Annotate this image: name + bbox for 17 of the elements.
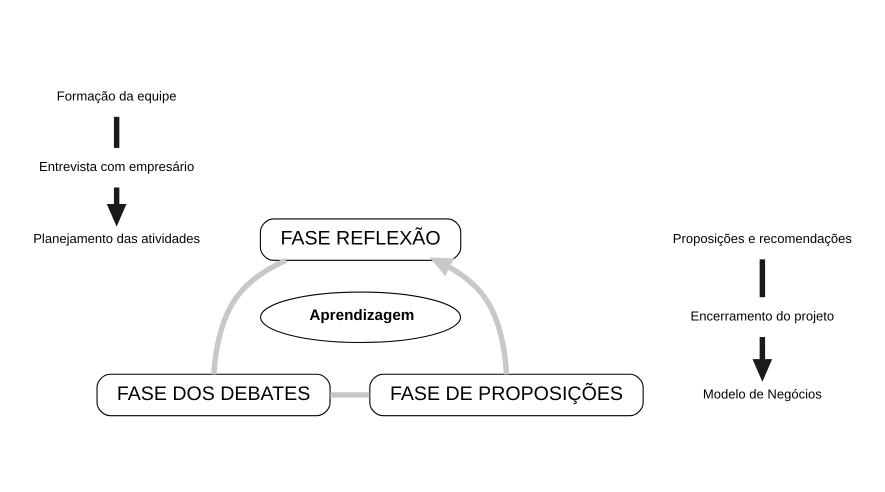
node-text: Modelo de Negócios: [702, 386, 822, 401]
connector: [211, 257, 288, 374]
connector: [330, 392, 370, 398]
node-text: Entrevista com empresário: [39, 158, 194, 174]
node-box: FASE DOS DEBATES: [96, 373, 331, 416]
node-box: FASE REFLEXÃO: [260, 218, 462, 260]
arrow: [106, 187, 127, 226]
arrow: [429, 256, 510, 374]
connector: [760, 258, 766, 297]
node-text: Planejamento das atividades: [33, 230, 200, 246]
connector: [114, 116, 120, 148]
node-text: Encerramento do projeto: [690, 308, 834, 324]
node-ellipse: Aprendizagem: [260, 291, 462, 343]
arrow: [752, 336, 772, 382]
node-text: Formação da equipe: [56, 88, 176, 103]
node-box: FASE DE PROPOSIÇÕES: [369, 373, 644, 416]
node-text: Proposições e recomendações: [672, 230, 852, 246]
